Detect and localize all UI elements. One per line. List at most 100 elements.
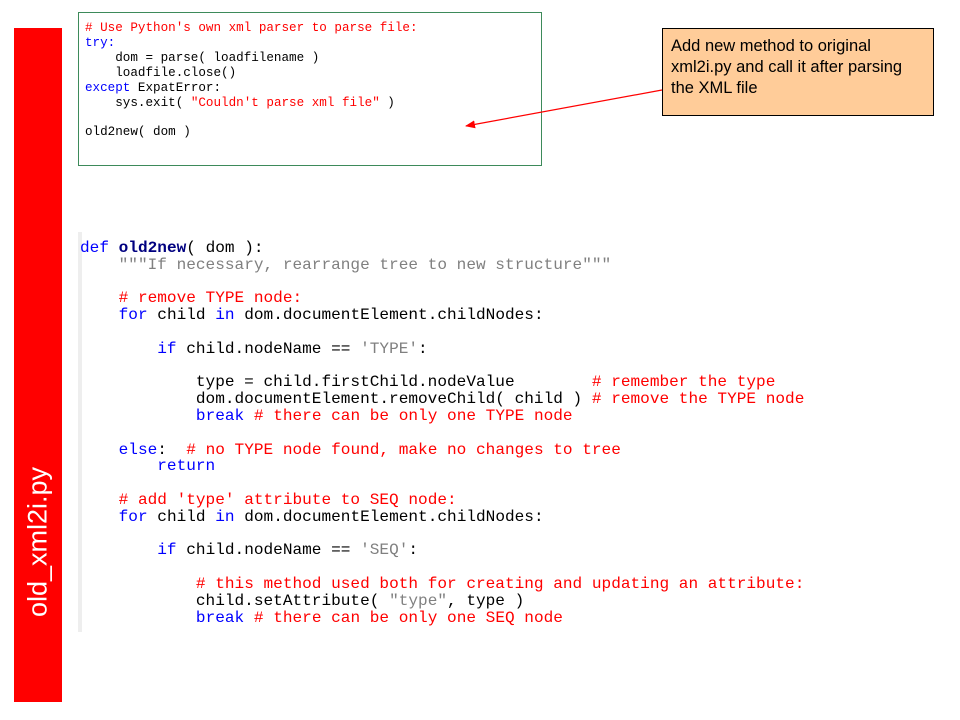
code-token: 'TYPE' [360, 339, 419, 358]
code-token: ( dom ): [186, 239, 264, 257]
code-token: child.nodeName == [176, 541, 361, 560]
top-code-snippet: # Use Python's own xml parser to parse f… [78, 12, 542, 166]
code-token: # no TYPE node found, make no changes to… [186, 440, 621, 459]
code-token [80, 609, 196, 627]
code-token: # Use Python's own xml parser to parse f… [85, 21, 418, 35]
code-token: except [85, 80, 131, 95]
code-line [80, 526, 900, 543]
code-margin-strip [78, 232, 82, 632]
code-token [80, 541, 157, 559]
code-token: for [118, 507, 148, 526]
code-token: dom.documentElement.childNodes: [234, 306, 544, 325]
code-token: "type" [389, 591, 448, 610]
code-line: # add 'type' attribute to SEQ node: [80, 492, 900, 509]
code-line [80, 425, 900, 442]
code-line: break # there can be only one TYPE node [80, 408, 900, 425]
code-token [80, 491, 119, 509]
code-token [80, 575, 196, 593]
code-token: child.nodeName == [176, 339, 361, 358]
code-line: try: [85, 36, 541, 51]
code-line: if child.nodeName == 'TYPE': [80, 339, 900, 358]
code-line [80, 324, 900, 341]
code-token: break [195, 608, 245, 627]
code-token: dom = parse( loadfilename ) [85, 50, 320, 65]
code-token: # there can be only one SEQ node [253, 608, 563, 627]
code-token [80, 441, 119, 459]
side-banner: old_xml2i.py [14, 28, 62, 702]
code-line [80, 475, 900, 492]
code-line: except ExpatError: [85, 81, 541, 96]
code-token: # add 'type' attribute to SEQ node: [118, 490, 457, 509]
code-token: sys.exit( [85, 95, 191, 110]
code-token [80, 407, 196, 425]
code-token [80, 256, 119, 274]
code-token: old2new [118, 239, 187, 257]
code-line: if child.nodeName == 'SEQ': [80, 542, 900, 559]
code-token: in [215, 507, 235, 526]
code-token [80, 457, 157, 475]
code-token [109, 239, 119, 257]
code-token: if [157, 339, 177, 358]
code-token: child.setAttribute( [80, 591, 390, 610]
code-token [80, 289, 119, 307]
code-line: sys.exit( "Couldn't parse xml file" ) [85, 96, 541, 111]
code-line: def old2new( dom ): [80, 240, 900, 257]
code-line [85, 110, 541, 125]
side-title: old_xml2i.py [22, 466, 53, 618]
code-token: : [418, 339, 428, 358]
code-token: : [408, 541, 419, 560]
code-token: else [118, 440, 158, 459]
code-line: child.setAttribute( "type", type ) [80, 591, 900, 610]
code-token: # remove the TYPE node [591, 390, 805, 409]
code-token: child [147, 306, 216, 325]
code-token [80, 508, 119, 526]
code-line: # this method used both for creating and… [80, 576, 900, 593]
code-line: old2new( dom ) [85, 125, 541, 140]
code-token: dom.documentElement.removeChild( child ) [80, 390, 592, 409]
code-token [80, 340, 157, 358]
code-line: dom = parse( loadfilename ) [85, 51, 541, 66]
code-line: return [80, 458, 900, 475]
code-line: else: # no TYPE node found, make no chan… [80, 440, 900, 459]
code-line [80, 559, 900, 576]
code-line: # Use Python's own xml parser to parse f… [85, 21, 541, 36]
code-line: for child in dom.documentElement.childNo… [80, 307, 900, 324]
code-line: # remove TYPE node: [80, 290, 900, 307]
code-token: # remember the type [591, 373, 776, 392]
code-token: in [215, 306, 235, 325]
code-token: try: [85, 35, 116, 50]
code-line: """If necessary, rearrange tree to new s… [80, 255, 900, 274]
code-line [80, 274, 900, 291]
code-token: "Couldn't parse xml file" [190, 95, 380, 110]
code-line: break # there can be only one SEQ node [80, 608, 900, 627]
code-line: loadfile.close() [85, 66, 541, 81]
code-token: loadfile.close() [85, 65, 237, 80]
code-token [244, 407, 254, 425]
code-token: dom.documentElement.childNodes: [234, 507, 544, 526]
code-line: for child in dom.documentElement.childNo… [80, 507, 900, 526]
code-token: : [157, 440, 187, 459]
code-token: for [118, 306, 148, 325]
main-code-listing: def old2new( dom ): """If necessary, rea… [80, 240, 900, 640]
code-token: type = child.firstChild.nodeValue [80, 373, 592, 392]
code-token: ExpatError: [130, 80, 222, 95]
code-token: def [80, 239, 109, 257]
code-token [80, 306, 119, 324]
code-token: return [157, 457, 216, 476]
code-token: # this method used both for creating and… [195, 574, 805, 593]
code-token: 'SEQ' [360, 541, 409, 560]
code-token: ) [379, 95, 395, 110]
code-token: # there can be only one TYPE node [253, 406, 573, 425]
code-token: old2new( dom ) [85, 125, 191, 140]
callout-note: Add new method to original xml2i.py and … [662, 28, 934, 116]
code-token: , type ) [447, 591, 525, 610]
code-token: """If necessary, rearrange tree to new s… [118, 255, 612, 274]
code-line: type = child.firstChild.nodeValue # reme… [80, 374, 900, 391]
code-line: dom.documentElement.removeChild( child )… [80, 391, 900, 408]
code-token: break [195, 406, 245, 425]
code-token: child [147, 507, 216, 526]
code-token: if [157, 541, 177, 560]
code-line [80, 358, 900, 375]
code-token [244, 609, 254, 627]
code-token: # remove TYPE node: [118, 289, 303, 308]
